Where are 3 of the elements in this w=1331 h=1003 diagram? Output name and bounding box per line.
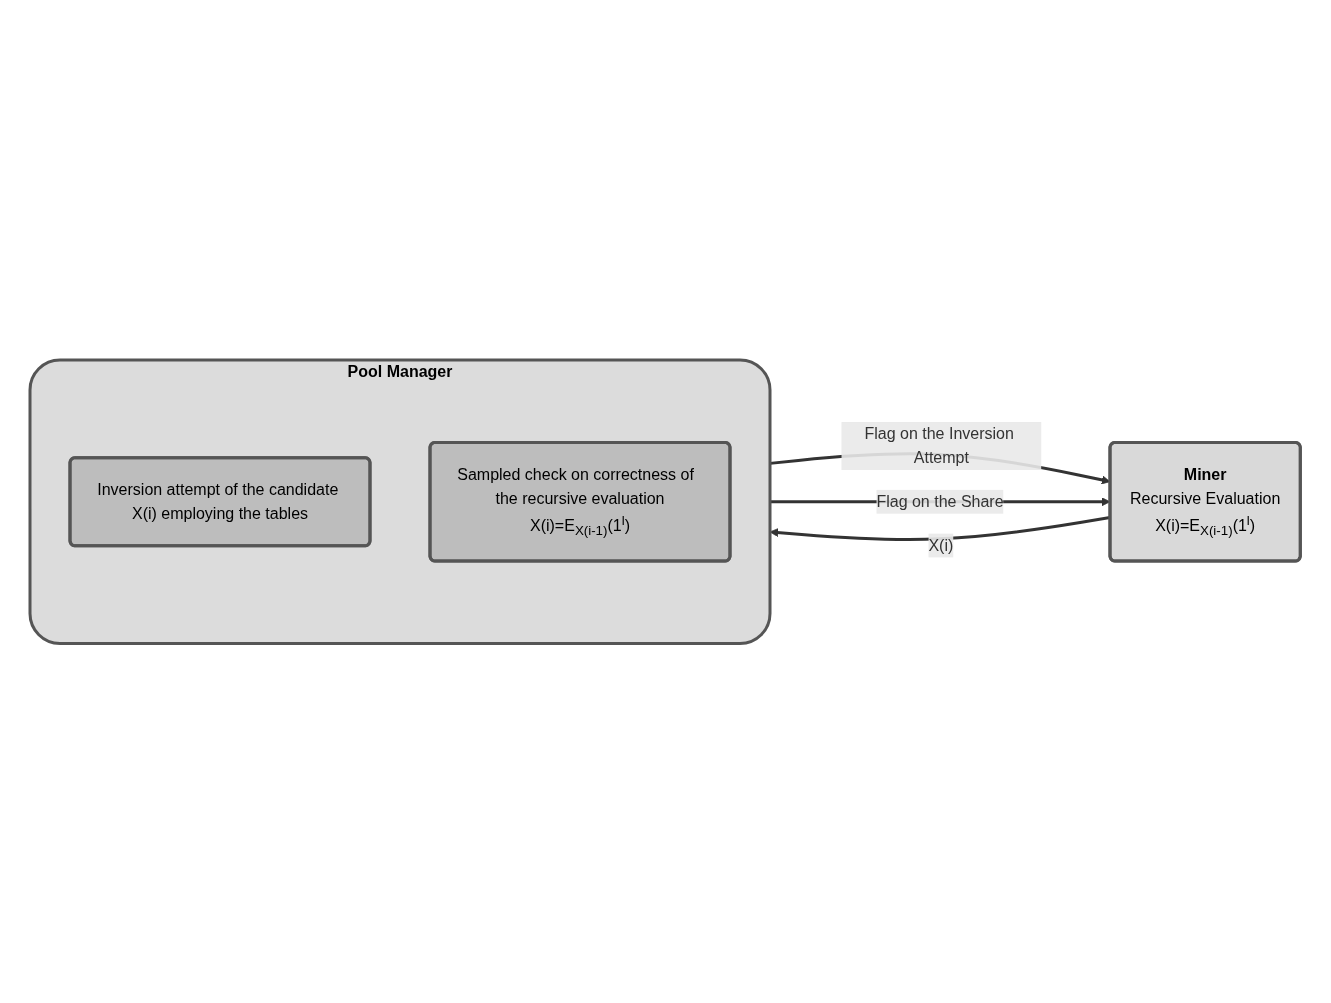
edge-label: Flag on the Inversion Attempt	[864, 424, 1015, 466]
edge-label: Flag on the Share	[876, 492, 1004, 510]
edge-label: X(i)	[928, 536, 954, 554]
